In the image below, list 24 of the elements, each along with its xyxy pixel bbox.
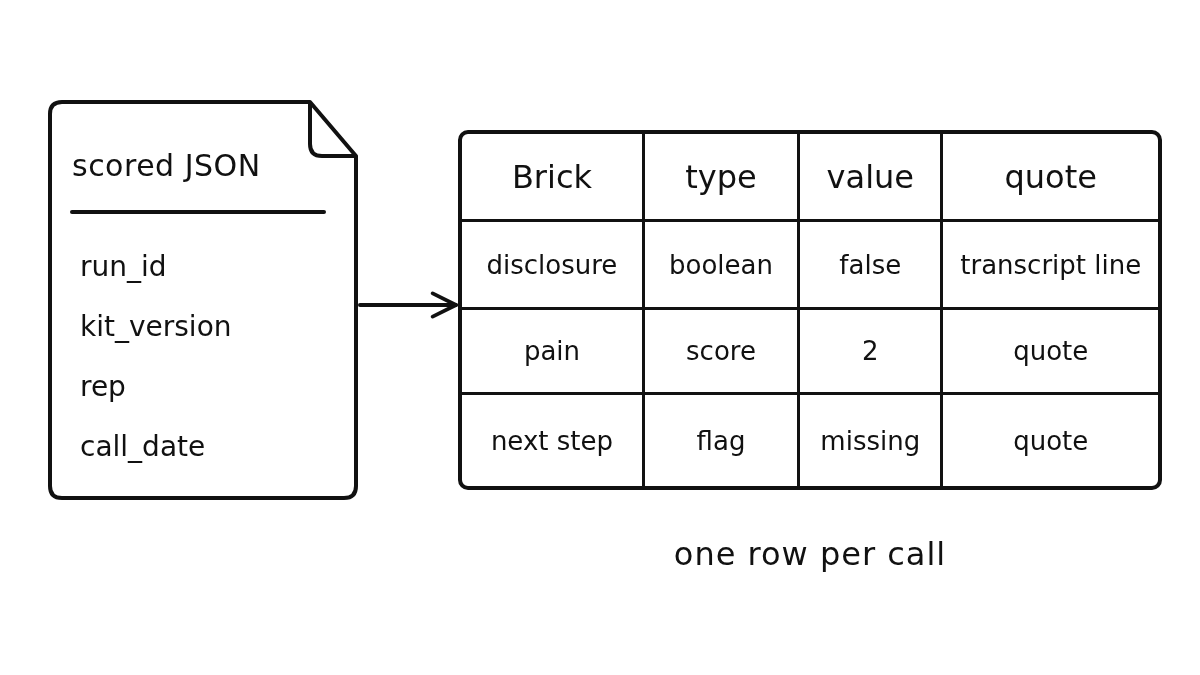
table-cell: flag: [696, 425, 746, 456]
field-name: run_id: [80, 250, 167, 283]
field-name: call_date: [80, 430, 206, 463]
column-header: value: [826, 157, 914, 196]
column-header: quote: [1004, 157, 1097, 196]
table-cell: next step: [490, 425, 613, 456]
table-caption: one row per call: [672, 535, 948, 573]
field-name: kit_version: [80, 310, 232, 343]
document-title: scored JSON: [72, 148, 261, 183]
table-cell: score: [686, 336, 756, 367]
table-cell: false: [839, 249, 902, 280]
table-cell: disclosure: [486, 249, 618, 280]
table-cell: transcript line: [960, 249, 1142, 280]
column-header: Brick: [511, 157, 592, 196]
table-cell: pain: [523, 336, 580, 367]
table-cell: quote: [1013, 336, 1089, 367]
table-cell: quote: [1013, 425, 1089, 456]
table-cell: boolean: [669, 249, 773, 280]
table-cell: missing: [820, 425, 921, 456]
column-header: type: [685, 157, 757, 196]
table-cell: 2: [862, 336, 879, 367]
data-table: [458, 130, 1162, 490]
arrow: [358, 291, 458, 319]
field-name: rep: [80, 370, 126, 403]
